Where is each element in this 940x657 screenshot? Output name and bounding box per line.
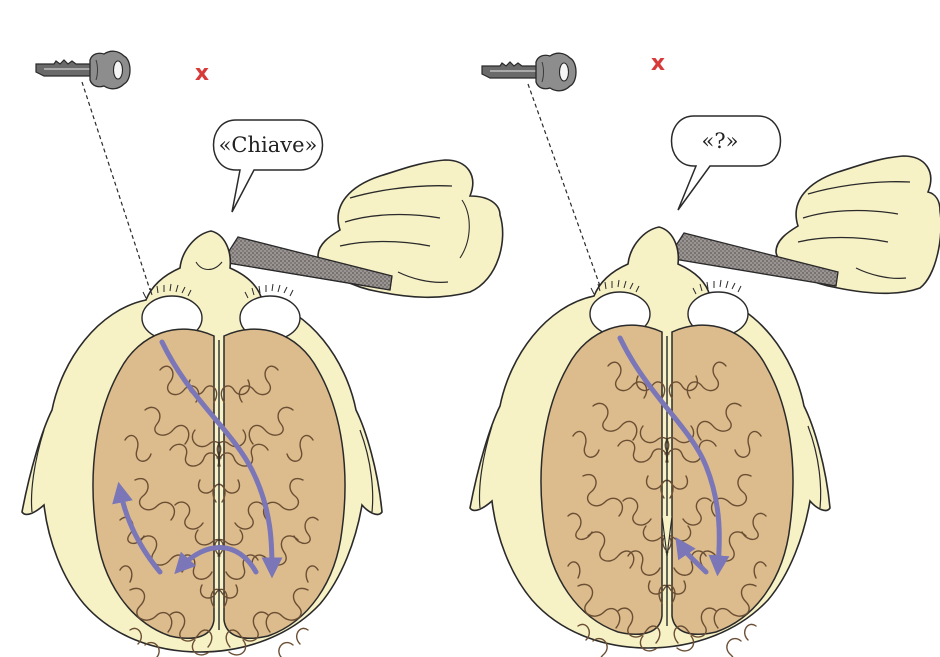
line-of-sight	[82, 82, 150, 290]
speech-bubble-icon: «?»	[672, 116, 781, 210]
brain-icon	[541, 325, 793, 657]
speech-bubble-icon: «Chiave»	[214, 120, 323, 212]
panel-split: x «?»	[470, 51, 940, 657]
speech-bubble-text: «?»	[702, 129, 739, 153]
marker-x: x	[651, 51, 665, 76]
speech-bubble-text: «Chiave»	[219, 133, 318, 157]
marker-x: x	[195, 61, 209, 86]
panel-intact: x «Chiave»	[22, 51, 503, 657]
line-of-sight	[528, 84, 600, 286]
brain-icon	[93, 329, 345, 657]
